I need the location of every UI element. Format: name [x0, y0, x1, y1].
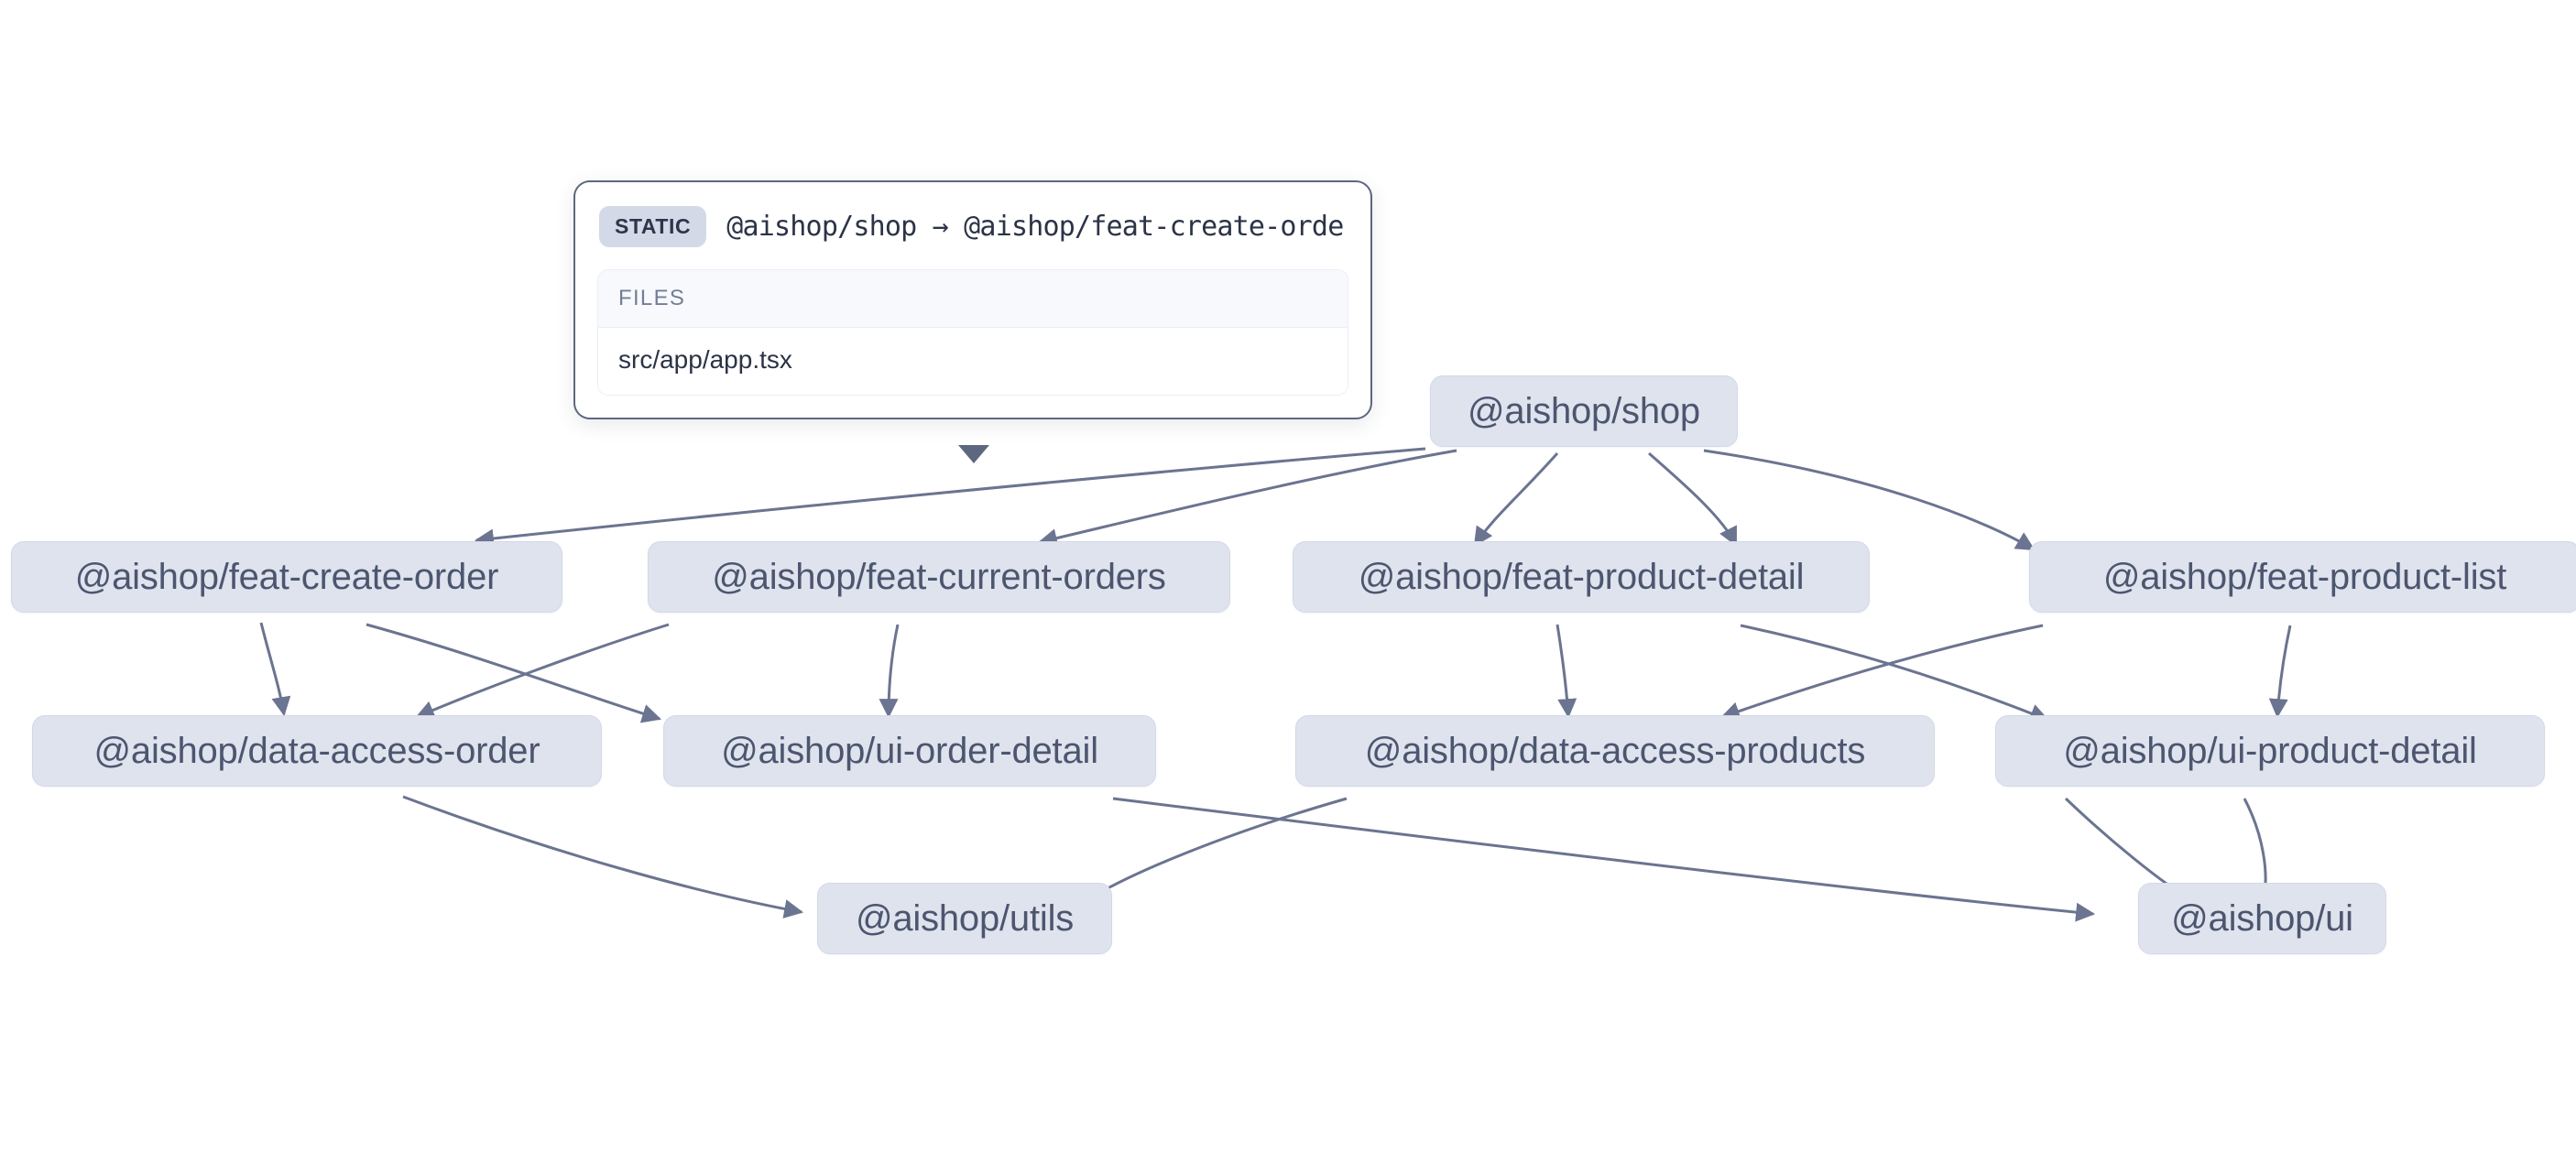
graph-node-feat-product-list[interactable]: @aishop/feat-product-list	[2029, 541, 2576, 613]
graph-node-shop[interactable]: @aishop/shop	[1430, 375, 1738, 447]
graph-node-utils[interactable]: @aishop/utils	[817, 883, 1112, 954]
graph-node-data-access-order[interactable]: @aishop/data-access-order	[32, 715, 602, 787]
tooltip-header: STATIC @aishop/shop → @aishop/feat-creat…	[597, 202, 1348, 253]
edge-shop-to-feat-product-detail-2	[1648, 451, 1738, 547]
edge-feat-create-order-to-ui-order-detail	[366, 623, 662, 723]
graph-node-label: @aishop/ui-order-detail	[721, 730, 1098, 771]
graph-node-feat-product-detail[interactable]: @aishop/feat-product-detail	[1293, 541, 1870, 613]
edge-feat-current-orders-to-data-access-order	[415, 623, 670, 720]
graph-node-feat-current-orders[interactable]: @aishop/feat-current-orders	[648, 541, 1230, 613]
dependency-tooltip-card[interactable]: STATIC @aishop/shop → @aishop/feat-creat…	[573, 180, 1372, 419]
graph-node-ui-product-detail[interactable]: @aishop/ui-product-detail	[1995, 715, 2545, 787]
graph-node-ui[interactable]: @aishop/ui	[2138, 883, 2386, 954]
graph-node-label: @aishop/data-access-order	[93, 730, 540, 771]
edge-shop-to-feat-product-detail	[1473, 452, 1559, 547]
graph-node-feat-create-order[interactable]: @aishop/feat-create-order	[11, 541, 562, 613]
graph-node-label: @aishop/feat-current-orders	[712, 556, 1166, 597]
edge-data-access-products-to-utils	[1084, 797, 1348, 904]
graph-node-label: @aishop/feat-product-list	[2102, 556, 2507, 597]
tooltip-pointer-arrow	[958, 445, 989, 463]
graph-node-label: @aishop/shop	[1468, 390, 1700, 431]
edge-shop-to-feat-current-orders	[1037, 449, 1457, 548]
graph-node-label: @aishop/utils	[855, 897, 1075, 939]
edge-feat-product-list-to-ui-product-detail	[2268, 625, 2292, 719]
graph-node-label: @aishop/ui	[2171, 897, 2353, 939]
edge-data-access-order-to-utils	[402, 795, 804, 918]
tooltip-files-panel: FILES src/app/app.tsx	[597, 269, 1348, 396]
edge-feat-product-detail-to-ui-product-detail	[1740, 624, 2049, 723]
graph-node-ui-order-detail[interactable]: @aishop/ui-order-detail	[663, 715, 1156, 787]
edge-feat-create-order-to-data-access-order	[259, 622, 291, 717]
file-row[interactable]: src/app/app.tsx	[598, 328, 1348, 395]
graph-node-label: @aishop/feat-product-detail	[1358, 556, 1805, 597]
edge-feat-product-list-to-data-access-products	[1720, 624, 2044, 721]
graph-node-data-access-products[interactable]: @aishop/data-access-products	[1295, 715, 1935, 787]
static-badge: STATIC	[599, 206, 707, 247]
edge-shop-to-feat-create-order	[474, 447, 1426, 549]
edge-ui-order-detail-to-ui	[1112, 797, 2096, 922]
files-column-header: FILES	[598, 270, 1348, 328]
graph-node-label: @aishop/feat-create-order	[74, 556, 499, 597]
edge-feat-current-orders-to-ui-order-detail	[879, 624, 900, 719]
graph-node-label: @aishop/ui-product-detail	[2063, 730, 2477, 771]
edge-feat-product-detail-to-data-access-products	[1555, 624, 1577, 719]
edge-shop-to-feat-product-list	[1703, 449, 2036, 551]
graph-node-label: @aishop/data-access-products	[1364, 730, 1866, 771]
tooltip-dependency-title: @aishop/shop → @aishop/feat-create-order	[726, 211, 1347, 243]
